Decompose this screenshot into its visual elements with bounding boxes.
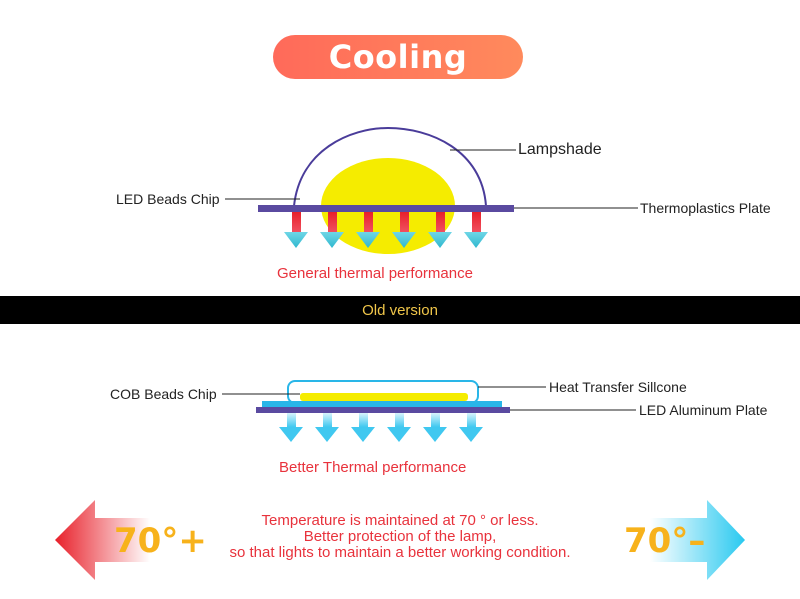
cooling-arrow — [459, 413, 483, 442]
cooling-arrow — [315, 413, 339, 442]
thermoplastics-plate — [258, 205, 514, 212]
cooling-arrow — [279, 413, 303, 442]
heat-arrow — [356, 212, 380, 248]
cob-chip — [300, 393, 468, 401]
old-caption: General thermal performance — [277, 265, 473, 282]
cooling-arrow — [387, 413, 411, 442]
old-version-label: Old version — [362, 301, 438, 319]
heat-arrow — [428, 212, 452, 248]
heat-arrow — [464, 212, 488, 248]
heat-arrow — [284, 212, 308, 248]
temperature-note: Temperature is maintained at 70 ° or les… — [190, 513, 610, 561]
page-title: Cooling — [328, 38, 468, 76]
cob-beads-chip-label: COB Beads Chip — [110, 386, 217, 402]
cool-arrow-icon — [650, 500, 745, 580]
cooling-arrow — [351, 413, 375, 442]
new-caption: Better Thermal performance — [279, 459, 467, 476]
led-beads-chip-label: LED Beads Chip — [116, 191, 220, 207]
cooling-arrows-new — [279, 413, 483, 442]
lampshade-label: Lampshade — [518, 141, 602, 158]
cooling-title-badge: Cooling — [273, 35, 523, 79]
heat-arrows-old — [284, 212, 488, 248]
led-aluminum-plate — [256, 407, 510, 413]
old-version-band: Old version — [0, 296, 800, 324]
temp-below-70: 70°– — [624, 521, 706, 561]
cooling-arrow — [423, 413, 447, 442]
heat-arrow — [320, 212, 344, 248]
new-lamp-diagram — [222, 380, 636, 442]
temperature-note-line: so that lights to maintain a better work… — [229, 544, 571, 561]
temp-above-70: 70°+ — [114, 521, 207, 561]
thermoplastics-plate-label: Thermoplastics Plate — [640, 200, 771, 216]
temperature-note-line: Temperature is maintained at 70 ° or les… — [261, 512, 539, 529]
heat-transfer-silicone-label: Heat Transfer Sillcone — [549, 379, 687, 395]
temperature-note-line: Better protection of the lamp, — [303, 528, 497, 545]
hot-arrow-icon — [55, 500, 150, 580]
led-aluminum-plate-label: LED Aluminum Plate — [639, 402, 768, 418]
heat-arrow — [392, 212, 416, 248]
old-lamp-diagram — [225, 126, 638, 254]
silicone-layer — [262, 401, 502, 407]
lampshade-outline — [293, 126, 487, 207]
